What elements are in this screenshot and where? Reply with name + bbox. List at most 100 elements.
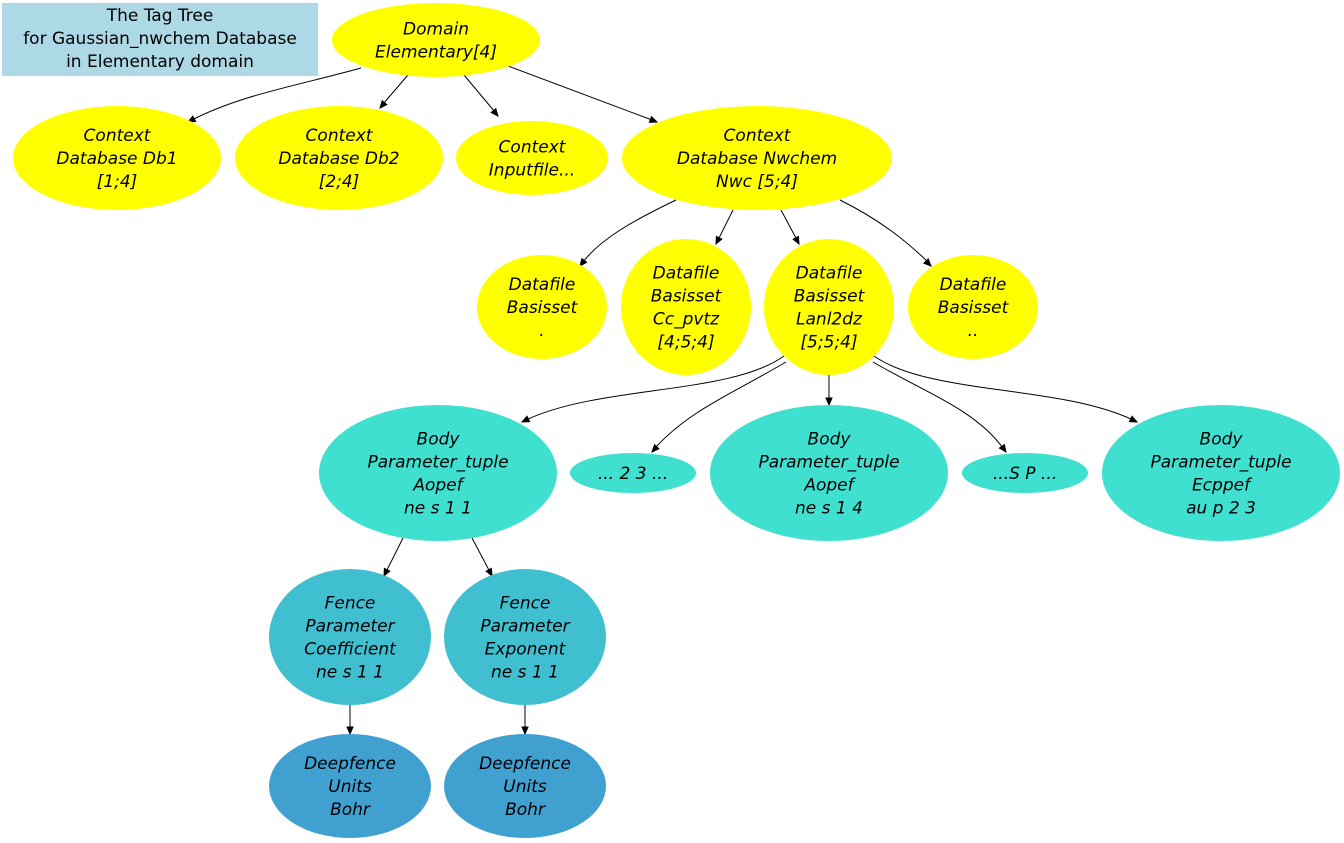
edge-df-lanl2dz-to-body-ecppef	[873, 355, 1139, 423]
node-label-line: ne s 1 4	[795, 499, 863, 519]
edge-arrowhead	[485, 567, 493, 578]
edge-fence-exp-to-deep-2	[521, 705, 529, 736]
node-shape	[332, 3, 540, 77]
node-label-line: Bohr	[330, 800, 371, 820]
node-label-line: Basisset	[794, 287, 866, 307]
title-line-1: The Tag Tree	[106, 6, 214, 26]
edge-arrowhead	[998, 443, 1007, 454]
node-label-line: Database Db2	[278, 149, 399, 169]
edge-line	[507, 65, 653, 121]
edge-arrowhead	[792, 235, 800, 246]
edge-arrowhead	[490, 107, 499, 117]
node-label-line: Parameter_tuple	[1150, 453, 1291, 473]
node-label-line: Context	[84, 126, 152, 146]
edge-df-lanl2dz-to-ell-23	[651, 361, 787, 453]
node-label-line: [5;5;4]	[800, 333, 857, 353]
node-ell-23[interactable]: ... 2 3 ...	[570, 453, 696, 493]
node-label-line: Deepfence	[304, 754, 396, 774]
node-label-line: Body	[808, 430, 852, 450]
title-box: The Tag Tree for Gaussian_nwchem Databas…	[2, 3, 318, 76]
node-shape	[622, 106, 892, 210]
edges-layer	[186, 65, 1139, 736]
edge-body-aopef-1-to-fence-coef	[383, 537, 404, 578]
node-shape	[621, 239, 751, 375]
node-label-line: Domain	[403, 20, 469, 40]
edge-arrowhead	[1128, 415, 1139, 423]
node-shape	[235, 106, 443, 210]
edge-arrowhead	[346, 726, 354, 736]
edge-ctx-nwchem-to-df-lanl2dz	[780, 209, 800, 246]
edge-domain-to-ctx-nwchem	[507, 65, 659, 123]
edge-line	[191, 67, 362, 121]
node-shape	[962, 453, 1088, 493]
edge-line	[471, 537, 491, 573]
edge-domain-to-ctx-input	[463, 74, 499, 117]
node-label-line: Basisset	[507, 298, 579, 318]
edge-line	[839, 199, 929, 263]
edge-line	[654, 361, 787, 449]
edge-domain-to-ctx-db2	[379, 74, 409, 109]
edge-ctx-nwchem-to-df-1	[579, 199, 677, 268]
node-shape	[269, 569, 431, 705]
node-label-line: ne s 1 1	[316, 663, 384, 683]
node-shape	[13, 106, 221, 210]
node-shape	[444, 569, 606, 705]
node-label-line: Fence	[325, 594, 376, 614]
node-label-line: Parameter	[480, 617, 570, 637]
node-label-line: Exponent	[485, 640, 567, 660]
node-label-line: Elementary[4]	[375, 43, 497, 63]
node-label-line: Parameter_tuple	[758, 453, 899, 473]
node-label-line: Datafile	[796, 264, 863, 284]
node-shape	[444, 734, 606, 838]
node-label-line: ne s 1 1	[491, 663, 559, 683]
node-label-line: Parameter	[305, 617, 395, 637]
node-shape	[710, 405, 948, 541]
node-label-line: ..	[968, 321, 979, 341]
node-label-line: Ecppef	[1192, 476, 1253, 496]
edge-arrowhead	[379, 99, 388, 109]
node-shape	[269, 734, 431, 838]
node-shape	[477, 255, 607, 359]
node-label-line: au p 2 3	[1186, 499, 1256, 519]
edge-line	[717, 209, 734, 241]
edge-body-aopef-1-to-fence-exp	[471, 537, 493, 578]
node-label-line: Database Db1	[56, 149, 177, 169]
edge-line	[582, 199, 677, 263]
node-label-line: Context	[306, 126, 374, 146]
node-label-line: Aopef	[412, 476, 465, 496]
node-label-line: Nwc [5;4]	[716, 172, 798, 192]
node-label-line: Database Nwchem	[677, 149, 837, 169]
node-label-line: Context	[724, 126, 792, 146]
edge-arrowhead	[383, 567, 391, 578]
edge-df-lanl2dz-to-ell-sp	[872, 361, 1007, 454]
node-ell-sp[interactable]: ...S P ...	[962, 453, 1088, 493]
node-label-line: ... 2 3 ...	[598, 464, 668, 484]
edge-line	[385, 537, 404, 573]
edge-line	[525, 355, 785, 421]
node-label-line: [4;5;4]	[657, 333, 714, 353]
node-shape	[908, 255, 1038, 359]
node-label-line: Body	[417, 430, 461, 450]
node-ctx-input[interactable]: ContextInputfile...	[456, 121, 608, 195]
node-label-line: Body	[1200, 430, 1244, 450]
edge-line	[463, 74, 496, 113]
edge-df-lanl2dz-to-body-aopef-1	[520, 355, 785, 423]
node-label-line: Datafile	[509, 275, 576, 295]
edge-line	[872, 361, 1004, 449]
